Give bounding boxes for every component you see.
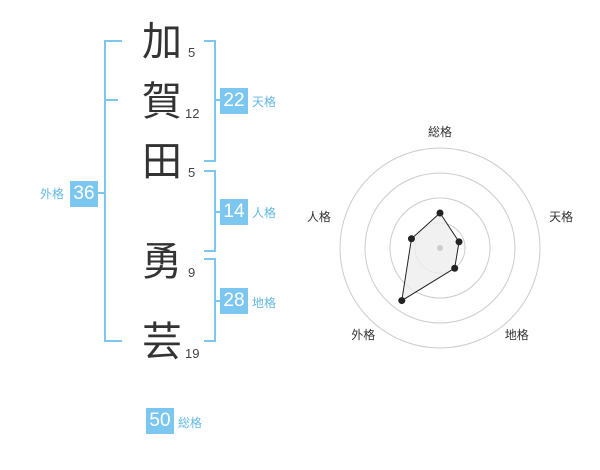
radar-point-3: [451, 264, 459, 272]
radar-ring-3: [364, 172, 516, 324]
tenkaku-bracket: [204, 40, 216, 162]
gaikaku-bracket-mid-tick: [104, 99, 118, 101]
radar-axis-label-5: 人格: [307, 209, 331, 224]
tenkaku-value-badge: 22: [220, 88, 248, 114]
chikaku-label: 地格: [252, 296, 277, 310]
gaikaku-value-badge: 36: [70, 181, 98, 207]
stroke-count-5: 19: [185, 346, 200, 361]
name-char-1: 加: [142, 19, 182, 65]
jinkaku-value-badge: 14: [220, 199, 248, 225]
chikaku-value-badge: 28: [220, 288, 248, 314]
tenkaku-bracket-tick: [214, 99, 222, 101]
soukaku-label: 総格: [178, 416, 203, 430]
tenkaku-label: 天格: [252, 95, 277, 109]
soukaku-value-badge: 50: [146, 408, 174, 434]
name-char-2: 賀: [142, 79, 182, 125]
chikaku-bracket-tick: [214, 300, 222, 302]
radar-ring-2: [389, 197, 491, 299]
name-char-5: 芸: [142, 319, 182, 365]
stroke-count-3: 5: [188, 165, 196, 180]
stroke-count-4: 9: [188, 265, 196, 280]
radar-data-polygon: [401, 212, 460, 302]
radar-axis-label-1: 総格: [428, 124, 452, 139]
radar-axis-label-3: 地格: [505, 327, 529, 342]
stroke-count-1: 5: [188, 45, 196, 60]
radar-ring-4: [339, 147, 541, 349]
name-char-3: 田: [142, 139, 182, 185]
radar-point-5: [407, 235, 415, 243]
gaikaku-label: 外格: [40, 187, 65, 201]
radar-center-point: [437, 245, 443, 251]
stroke-count-2: 12: [185, 106, 200, 121]
radar-point-2: [455, 238, 463, 246]
radar-point-1: [436, 209, 444, 217]
name-char-4: 勇: [142, 239, 182, 285]
radar-axis-label-2: 天格: [549, 209, 573, 224]
radar-point-4: [398, 297, 406, 305]
jinkaku-label: 人格: [252, 206, 277, 220]
jinkaku-bracket-tick: [214, 211, 222, 213]
radar-axis-label-4: 外格: [351, 327, 375, 342]
gaikaku-bracket: [104, 40, 122, 342]
gaikaku-bracket-tick: [96, 192, 106, 194]
